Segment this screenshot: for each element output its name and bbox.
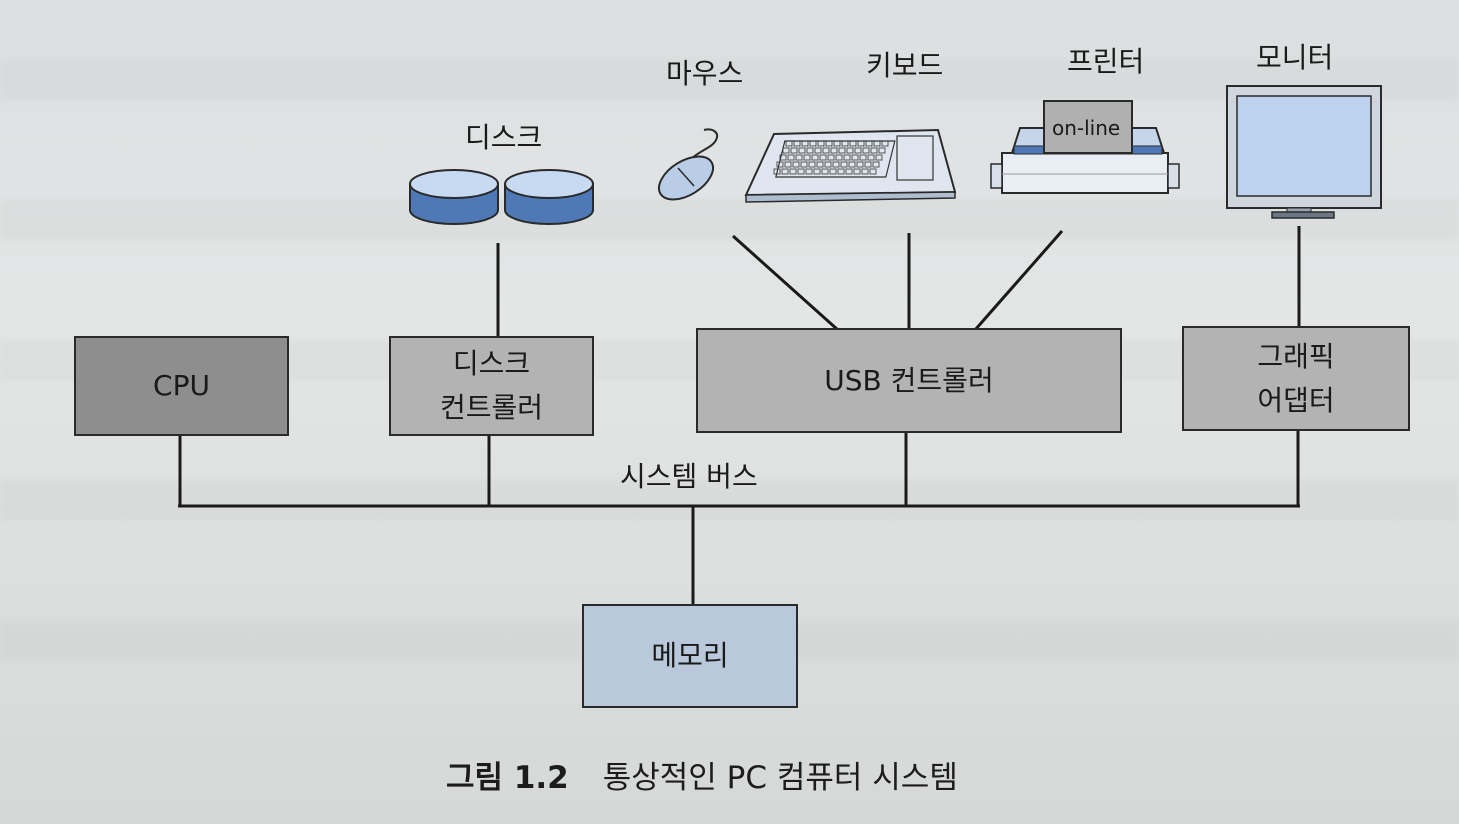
cpu-label: CPU	[153, 369, 210, 402]
background-bleed	[0, 480, 1459, 520]
disk-icon	[409, 169, 594, 225]
keyboard-key	[790, 147, 798, 154]
keyboard-key	[846, 147, 854, 154]
keyboard-key	[808, 161, 816, 168]
keyboard-key	[869, 168, 877, 175]
graphics-adapter-label-line1: 그래픽	[1257, 339, 1335, 373]
keyboard-key	[853, 168, 861, 175]
usb-controller-box: USB 컨트롤러	[696, 328, 1122, 433]
graphics-adapter-box: 그래픽 어댑터	[1182, 326, 1410, 431]
keyboard-key	[779, 154, 787, 161]
keyboard-key	[854, 147, 862, 154]
keyboard-key	[787, 154, 795, 161]
disk-controller-box: 디스크 컨트롤러	[389, 336, 594, 436]
keyboard-key	[864, 161, 872, 168]
system-bus-label: 시스템 버스	[620, 460, 758, 493]
keyboard-key	[789, 168, 797, 175]
keyboard-key	[829, 168, 837, 175]
printer-link	[973, 230, 1064, 331]
background-bleed	[0, 60, 1459, 100]
keyboard-key	[851, 154, 859, 161]
keyboard-key	[800, 161, 808, 168]
keyboard-key	[870, 147, 878, 154]
keyboard-key	[856, 161, 864, 168]
keyboard-key	[867, 154, 875, 161]
background-bleed	[0, 200, 1459, 240]
keyboard-key	[843, 154, 851, 161]
keyboard-key	[813, 168, 821, 175]
disk-controller-label-line1: 디스크	[452, 347, 531, 380]
keyboard-key	[859, 154, 867, 161]
mouse-link	[731, 234, 840, 332]
keyboard-key	[862, 147, 870, 154]
keyboard-key	[806, 147, 814, 154]
mouse-label: 마우스	[666, 57, 744, 90]
keyboard-key	[848, 161, 856, 168]
keyboard-key	[878, 147, 886, 154]
keyboard-key	[821, 168, 829, 175]
keyboard-key	[832, 161, 840, 168]
graphics-adapter-label-line2: 어댑터	[1257, 383, 1335, 417]
printer-online-sign: on-line	[1052, 116, 1121, 140]
memory-label: 메모리	[651, 639, 729, 672]
mouse-icon	[658, 128, 718, 201]
keyboard-key	[827, 154, 835, 161]
keyboard-key	[798, 147, 806, 154]
figure-caption: 그림 1.2 통상적인 PC 컴퓨터 시스템	[446, 752, 958, 797]
keyboard-key	[875, 154, 883, 161]
monitor-label: 모니터	[1256, 41, 1334, 74]
cpu-box: CPU	[74, 336, 289, 436]
keyboard-key	[814, 147, 822, 154]
keyboard-label: 키보드	[866, 49, 944, 82]
figure-number: 그림 1.2	[446, 760, 569, 796]
keyboard-key	[845, 168, 853, 175]
keyboard-key	[795, 154, 803, 161]
keyboard-key	[792, 161, 800, 168]
keyboard-key	[816, 161, 824, 168]
memory-box: 메모리	[582, 604, 798, 708]
keyboard-icon	[744, 128, 957, 203]
printer-icon	[990, 100, 1180, 194]
keyboard-key	[797, 168, 805, 175]
keyboard-key	[805, 168, 813, 175]
keyboard-key	[784, 161, 792, 168]
keyboard-key	[822, 147, 830, 154]
keyboard-key	[837, 168, 845, 175]
keyboard-key	[840, 161, 848, 168]
keyboard-key	[824, 161, 832, 168]
keyboard-key	[872, 161, 880, 168]
printer-label: 프린터	[1067, 45, 1145, 78]
keyboard-key	[830, 147, 838, 154]
monitor-icon	[1226, 85, 1382, 219]
figure-title: 통상적인 PC 컴퓨터 시스템	[602, 760, 958, 796]
keyboard-key	[819, 154, 827, 161]
keyboard-key	[811, 154, 819, 161]
disk-controller-label-line2: 컨트롤러	[439, 391, 544, 424]
keyboard-key	[838, 147, 846, 154]
keyboard-key	[803, 154, 811, 161]
keyboard-key	[861, 168, 869, 175]
keyboard-key	[835, 154, 843, 161]
usb-controller-label: USB 컨트롤러	[824, 363, 994, 397]
keyboard-key	[781, 168, 789, 175]
disk-label: 디스크	[465, 121, 543, 154]
